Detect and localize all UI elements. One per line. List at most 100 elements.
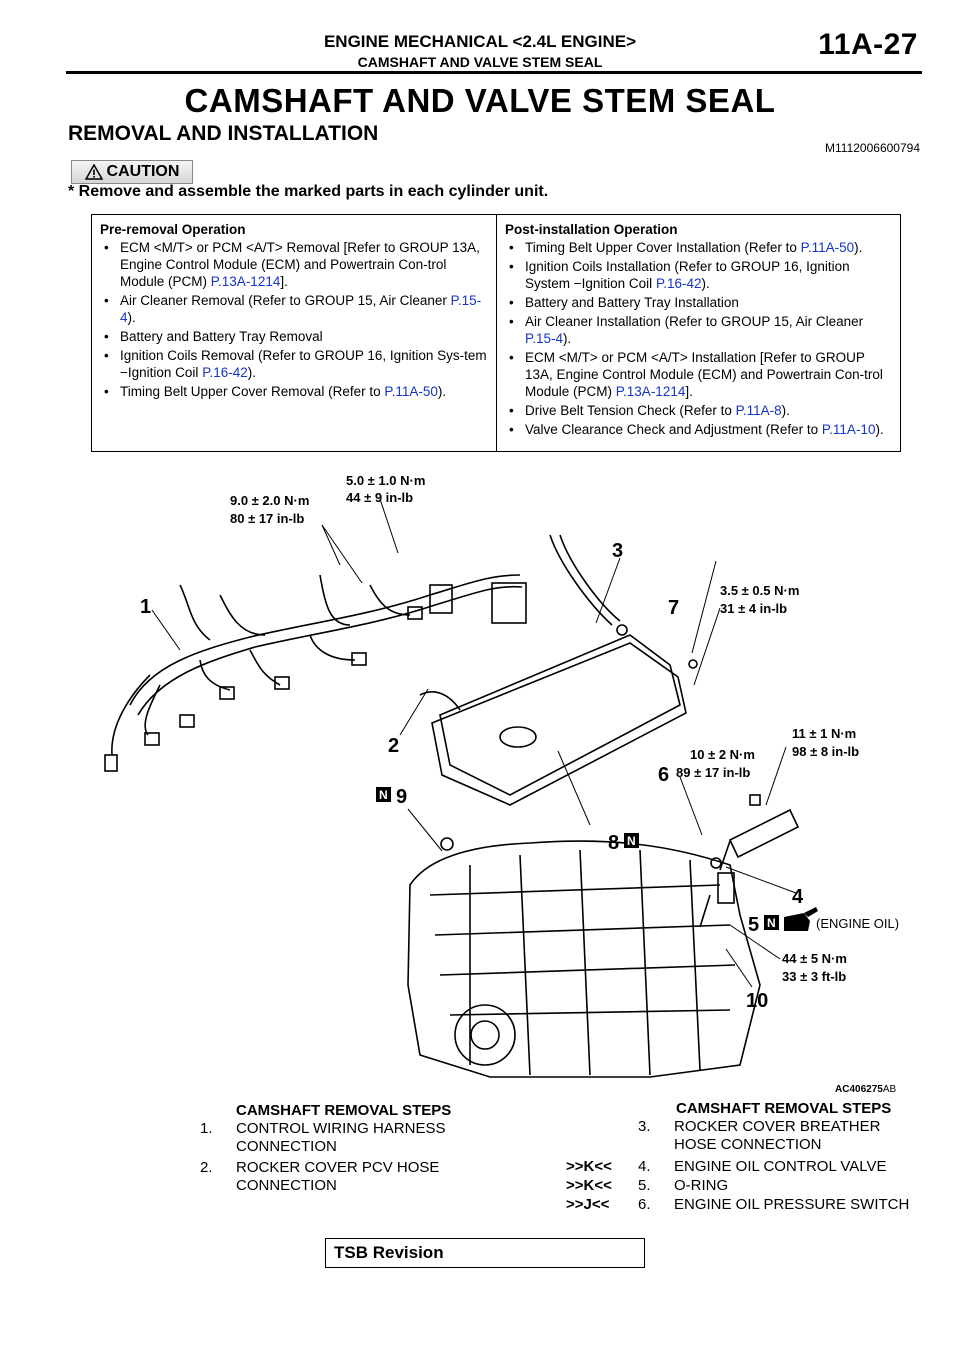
engine-exploded-diagram: 1 2 3 4 5 6 7 8 9 10 N N N (ENGINE OIL) …: [104, 473, 899, 1095]
item-tail: ).: [563, 331, 572, 346]
item-text: Air Cleaner Installation (Refer to GROUP…: [525, 314, 864, 329]
item-tail: ).: [437, 384, 447, 399]
section-title: REMOVAL AND INSTALLATION: [68, 122, 379, 145]
step-number: 2.: [200, 1159, 213, 1176]
list-item: ECM <M/T> or PCM <A/T> Removal [Refer to…: [100, 239, 488, 290]
item-text: Timing Belt Upper Cover Installation (Re…: [525, 240, 801, 255]
new-part-badges: N N N: [376, 787, 779, 930]
list-item: Ignition Coils Installation (Refer to GR…: [505, 258, 892, 292]
page-reference-link[interactable]: P.13A-1214: [615, 384, 686, 399]
item-text: Drive Belt Tension Check (Refer to: [525, 403, 736, 418]
step-row: >>J<< 6. ENGINE OIL PRESSURE SWITCH: [566, 1196, 910, 1214]
item-tail: ).: [875, 422, 884, 437]
page-reference-link[interactable]: P.13A-1214: [210, 274, 281, 289]
list-item: ECM <M/T> or PCM <A/T> Installation [Ref…: [505, 349, 892, 400]
item-text: ECM <M/T> or PCM <A/T> Removal [Refer to…: [120, 240, 480, 289]
list-item: Battery and Battery Tray Removal: [100, 328, 488, 345]
torque-label: 33 ± 3 ft-lb: [782, 969, 846, 984]
page-reference-link[interactable]: P.15-4: [120, 293, 482, 325]
engine-oil-note: (ENGINE OIL): [816, 916, 899, 931]
page-reference-link[interactable]: P.11A-50: [800, 240, 855, 255]
torque-label: 80 ± 17 in-lb: [230, 511, 304, 526]
page-reference-link[interactable]: P.11A-8: [735, 403, 782, 418]
item-text: Air Cleaner Removal (Refer to GROUP 15, …: [120, 293, 451, 308]
callout-1: 1: [140, 596, 151, 618]
list-item: Ignition Coils Removal (Refer to GROUP 1…: [100, 347, 488, 381]
list-item: Air Cleaner Removal (Refer to GROUP 15, …: [100, 292, 488, 326]
header-rule: [66, 71, 922, 74]
item-tail: ).: [854, 240, 863, 255]
torque-label: 44 ± 9 in-lb: [346, 490, 413, 505]
torque-label: 44 ± 5 N·m: [782, 951, 847, 966]
header-title: ENGINE MECHANICAL <2.4L ENGINE>: [323, 32, 637, 51]
pre-removal-column: Pre-removal Operation ECM <M/T> or PCM <…: [92, 215, 496, 451]
oil-control-valve-drawing: [710, 794, 800, 869]
page-title: CAMSHAFT AND VALVE STEM SEAL: [184, 82, 776, 119]
tsb-revision-box: TSB Revision: [325, 1238, 645, 1268]
torque-label: 9.0 ± 2.0 N·m: [230, 493, 309, 508]
step-number: 5.: [638, 1177, 651, 1194]
page-reference-link[interactable]: P.11A-50: [384, 384, 438, 399]
callout-9: 9: [396, 786, 407, 808]
pre-removal-heading: Pre-removal Operation: [100, 222, 246, 237]
new-part-mark: N: [627, 834, 636, 848]
caution-label: CAUTION: [106, 163, 180, 180]
figure-id: AC406275AB: [835, 1084, 896, 1095]
list-item: Air Cleaner Installation (Refer to GROUP…: [505, 313, 892, 347]
callout-7: 7: [668, 597, 679, 619]
item-text: Battery and Battery Tray Installation: [525, 295, 739, 310]
header-subtitle: CAMSHAFT AND VALVE STEM SEAL: [357, 54, 603, 70]
post-installation-list: Timing Belt Upper Cover Installation (Re…: [505, 239, 892, 438]
step-reference-mark: >>K<<: [566, 1177, 612, 1194]
callout-2: 2: [388, 735, 399, 757]
torque-label: 98 ± 8 in-lb: [792, 744, 859, 759]
page-reference-link[interactable]: P.16-42: [655, 276, 702, 291]
step-number: 6.: [638, 1196, 651, 1213]
removal-steps-right: CAMSHAFT REMOVAL STEPS 3. ROCKER COVER B…: [566, 1100, 938, 1228]
item-tail: ).: [701, 276, 710, 291]
step-text: O-RING: [674, 1177, 729, 1194]
page-reference-link[interactable]: P.16-42: [202, 365, 248, 380]
step-number: 1.: [200, 1120, 213, 1137]
callout-5: 5: [748, 914, 759, 936]
step-text: ENGINE OIL CONTROL VALVE: [674, 1158, 887, 1175]
post-installation-heading: Post-installation Operation: [505, 222, 678, 237]
post-installation-column: Post-installation Operation Timing Belt …: [496, 215, 900, 451]
item-text: Ignition Coils Installation (Refer to GR…: [525, 259, 850, 291]
item-text: Timing Belt Upper Cover Removal (Refer t…: [120, 384, 385, 399]
step-reference-mark: >>J<<: [566, 1196, 610, 1213]
item-tail: ).: [781, 403, 790, 418]
operations-table: Pre-removal Operation ECM <M/T> or PCM <…: [91, 214, 901, 452]
warning-icon: [84, 164, 103, 180]
callout-4: 4: [792, 886, 804, 908]
item-tail: ).: [247, 365, 256, 380]
wiring-harness-drawing: [104, 574, 527, 772]
oil-can-icon: [784, 907, 818, 931]
torque-label: 3.5 ± 0.5 N·m: [720, 583, 799, 598]
callout-3: 3: [612, 540, 623, 562]
torque-label: 11 ± 1 N·m: [792, 726, 856, 741]
item-text: Valve Clearance Check and Adjustment (Re…: [525, 422, 822, 437]
page-reference-link[interactable]: P.15-4: [525, 331, 564, 346]
item-tail: ].: [685, 384, 693, 399]
step-number: 3.: [638, 1118, 651, 1135]
list-item: Drive Belt Tension Check (Refer to P.11A…: [505, 402, 892, 419]
torque-label: 10 ± 2 N·m: [690, 747, 755, 762]
page-reference-link[interactable]: P.11A-10: [821, 422, 876, 437]
step-text: ENGINE OIL PRESSURE SWITCH: [674, 1196, 910, 1213]
list-item: Timing Belt Upper Cover Installation (Re…: [505, 239, 892, 256]
steps-heading: CAMSHAFT REMOVAL STEPS: [676, 1100, 892, 1117]
torque-label: 31 ± 4 in-lb: [720, 601, 787, 616]
callout-8: 8: [608, 832, 619, 854]
caution-note: * Remove and assemble the marked parts i…: [68, 183, 549, 200]
steps-heading: CAMSHAFT REMOVAL STEPS: [236, 1102, 452, 1119]
page-number: 11A-27: [818, 28, 918, 61]
caution-badge: CAUTION: [71, 160, 193, 184]
step-row: >>K<< 5. O-RING: [566, 1177, 729, 1195]
